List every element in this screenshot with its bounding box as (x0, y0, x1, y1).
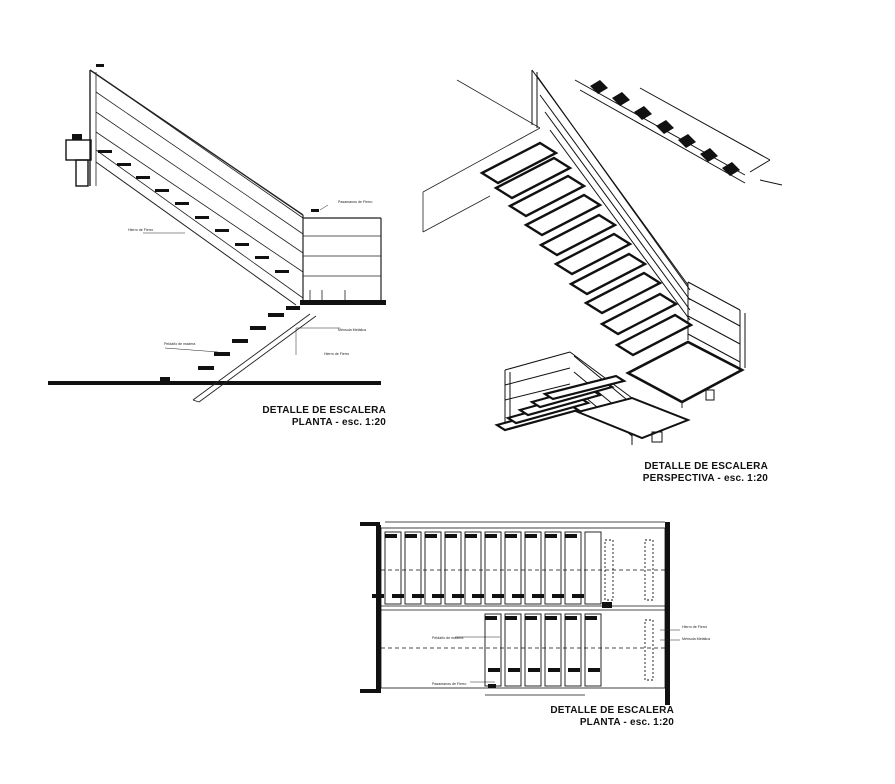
lower-flight-treads (198, 306, 300, 370)
plan-note-mensula: Ménsula Metálica (682, 637, 710, 641)
plan-title-line2: PLANTA - esc. 1:20 (579, 717, 674, 728)
landing-slab (300, 300, 386, 305)
plan-note-peldano: Peldaño de madera (432, 636, 463, 640)
plan-left-wall (376, 525, 381, 693)
elevation-title: DETALLE DE ESCALERA PLANTA - esc. 1:20 (226, 405, 386, 429)
note-pasamanos: Pasamanos de Fierro (338, 200, 372, 204)
stair-elevation-view: Pasamanos de Fierro Hierro de Fierro Pel… (48, 64, 386, 403)
note-peldano: Peldaño de madera (164, 342, 195, 346)
upper-perspective-treads (590, 80, 740, 176)
upper-flight-treads (98, 150, 289, 273)
perspective-landing (625, 340, 745, 404)
perspective-treads (479, 141, 694, 357)
lower-perspective-treads (494, 374, 627, 432)
note-hierro-2: Hierro de Fierro (324, 352, 349, 356)
perspective-title-line2: PERSPECTIVA - esc. 1:20 (642, 473, 768, 484)
stair-plan-view: Peldaño de madera Pasamanos de Fierro Hi… (360, 521, 710, 705)
plan-title-line1: DETALLE DE ESCALERA (550, 705, 674, 716)
plan-upper-treads (384, 531, 654, 605)
perspective-title: DETALLE DE ESCALERA PERSPECTIVA - esc. 1… (606, 461, 768, 485)
note-mensula: Ménsula Metálica (338, 328, 366, 332)
stair-perspective-view (422, 69, 783, 445)
plan-title: DETALLE DE ESCALERA PLANTA - esc. 1:20 (514, 705, 674, 729)
elevation-title-line2: PLANTA - esc. 1:20 (291, 417, 386, 428)
wall-stub (65, 139, 92, 161)
plan-note-pasamanos: Pasamanos de Fierro (432, 682, 466, 686)
plan-note-hierro: Hierro de Fierro (682, 625, 707, 629)
perspective-title-line1: DETALLE DE ESCALERA (644, 461, 768, 472)
elevation-title-line1: DETALLE DE ESCALERA (262, 405, 386, 416)
note-hierro: Hierro de Fierro (128, 228, 153, 232)
plan-right-wall (665, 522, 670, 705)
ground-slab (48, 381, 381, 385)
plan-lower-treads (484, 613, 654, 687)
